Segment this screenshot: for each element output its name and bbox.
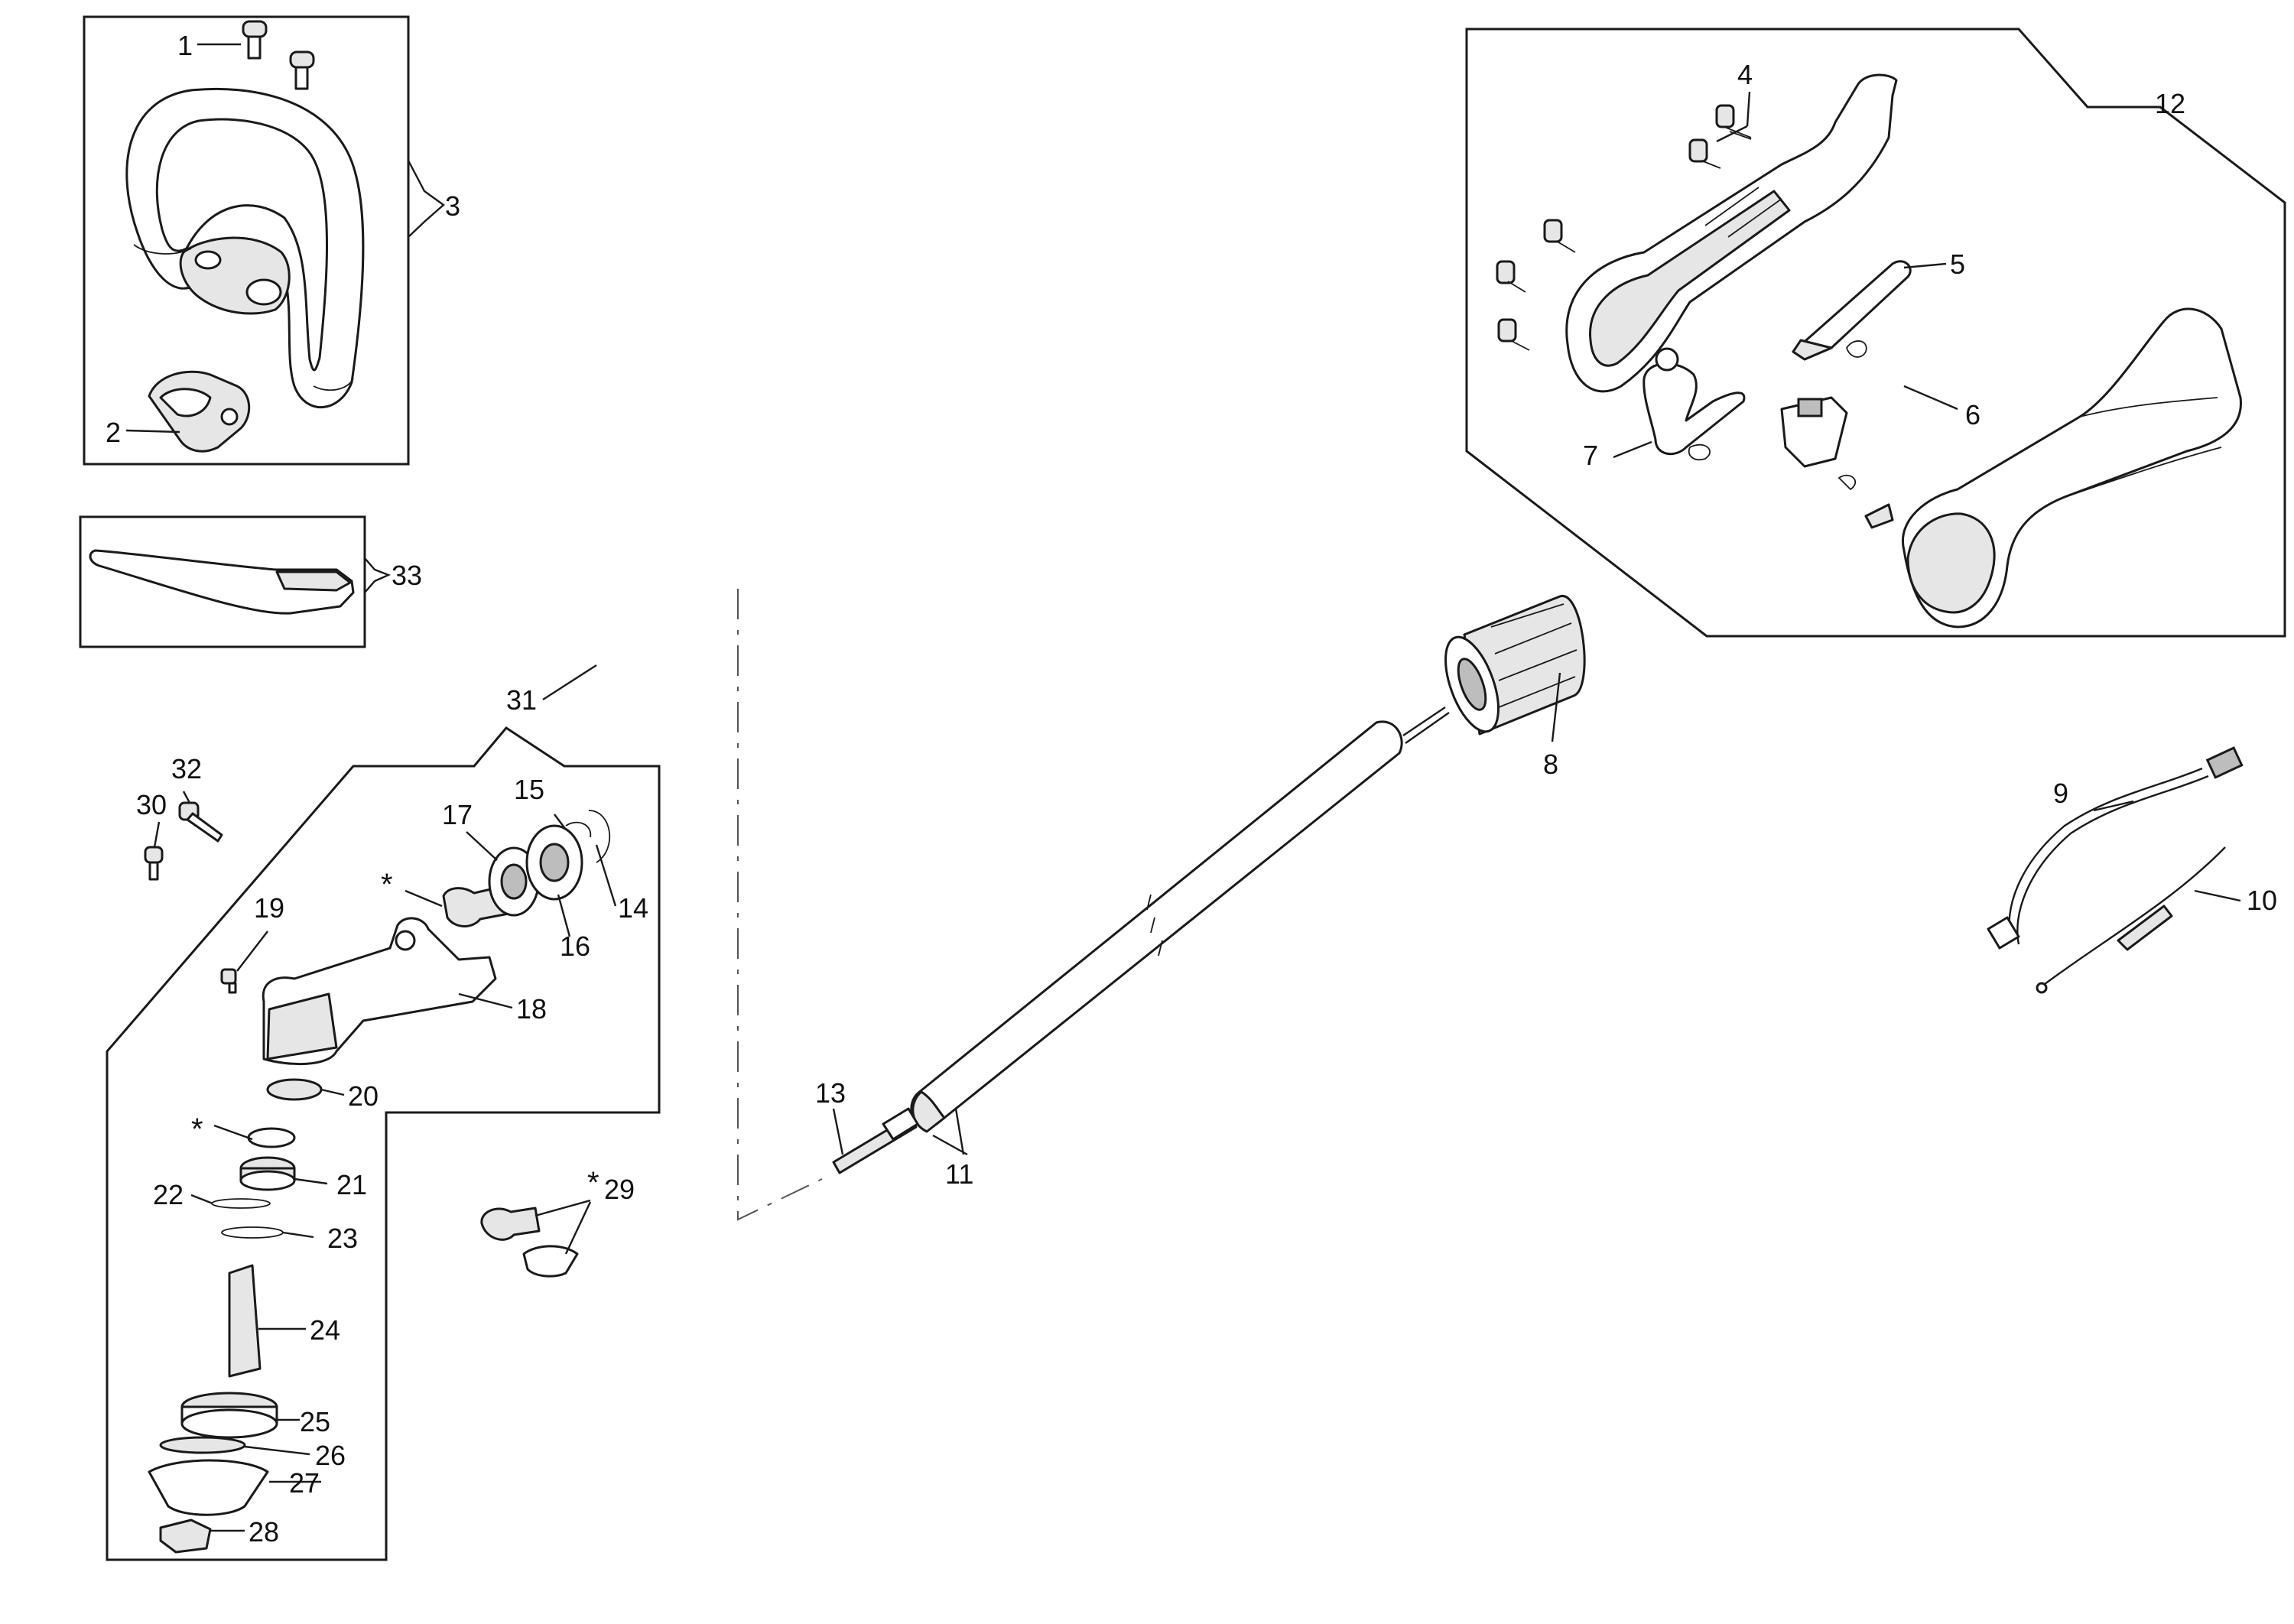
callout-3: 3 [445,190,460,222]
upper-grip-housing-icon [1565,73,1898,393]
dashed-group-line [737,589,823,1221]
bolts-30-32-icon [144,801,223,881]
bearing-assembly-icon [442,810,611,927]
bolt-washer-29-icon [480,1207,579,1278]
asterisk-marker-gear: * [191,1112,203,1146]
throttle-cable-10-icon [2036,846,2226,994]
callout-23: 23 [327,1223,358,1254]
loop-handle-icon [125,87,365,408]
callout-13: 13 [815,1077,846,1109]
callout-27: 27 [289,1467,320,1499]
drive-shaft-13-icon [832,1107,919,1174]
callout-10: 10 [2247,885,2277,916]
callout-11: 11 [945,1158,973,1190]
callout-16: 16 [560,931,590,962]
callout-18: 18 [516,993,547,1025]
callout-32: 32 [171,753,202,784]
callout-6: 6 [1965,399,1980,430]
gear-stack-icon [148,1078,323,1554]
wire-harness-9-icon [1987,746,2244,950]
callout-28: 28 [249,1516,279,1548]
callout-8: 8 [1543,749,1558,780]
drive-tube-11-icon [910,706,1450,1133]
screw-1-icon [242,20,315,90]
callout-31: 31 [506,684,537,716]
frame-gearhead-group [106,726,661,1561]
callout-19: 19 [254,892,284,924]
callout-21: 21 [336,1169,367,1200]
callout-4: 4 [1737,59,1753,90]
frame-grip-handle-group [1465,28,2286,638]
trigger-7-icon [1643,347,1746,456]
lever-33-icon [89,549,355,615]
callout-24: 24 [310,1314,340,1346]
callout-9: 9 [2053,778,2068,809]
callout-1: 1 [177,30,193,61]
grip-screws-4-icon [1496,104,1752,351]
leader-lines [125,43,2241,1532]
callout-15: 15 [514,774,544,805]
clamp-2-icon [148,370,251,453]
callout-2: 2 [106,417,121,448]
callout-29: 29 [604,1174,635,1205]
callout-14: 14 [618,892,648,924]
gear-housing-18-icon [220,917,497,1065]
callout-12: 12 [2155,88,2185,119]
callout-22: 22 [153,1179,184,1210]
callout-25: 25 [300,1406,330,1437]
callout-30: 30 [136,789,167,820]
asterisk-marker-bearing: * [381,868,393,901]
callout-7: 7 [1583,440,1598,471]
callout-33: 33 [392,560,422,591]
asterisk-marker-29: * [587,1166,599,1200]
callout-20: 20 [348,1080,379,1112]
foam-grip-8-icon [1444,595,1586,736]
switch-assembly-6-icon [1688,340,1894,529]
callout-5: 5 [1950,248,1965,280]
callout-17: 17 [442,799,473,830]
throttle-lever-5-icon [1792,260,1912,361]
rear-grip-handle-icon [1902,307,2242,628]
frame-loop-handle-group [83,15,410,466]
frame-lever-33 [79,515,366,648]
callout-26: 26 [315,1440,346,1471]
